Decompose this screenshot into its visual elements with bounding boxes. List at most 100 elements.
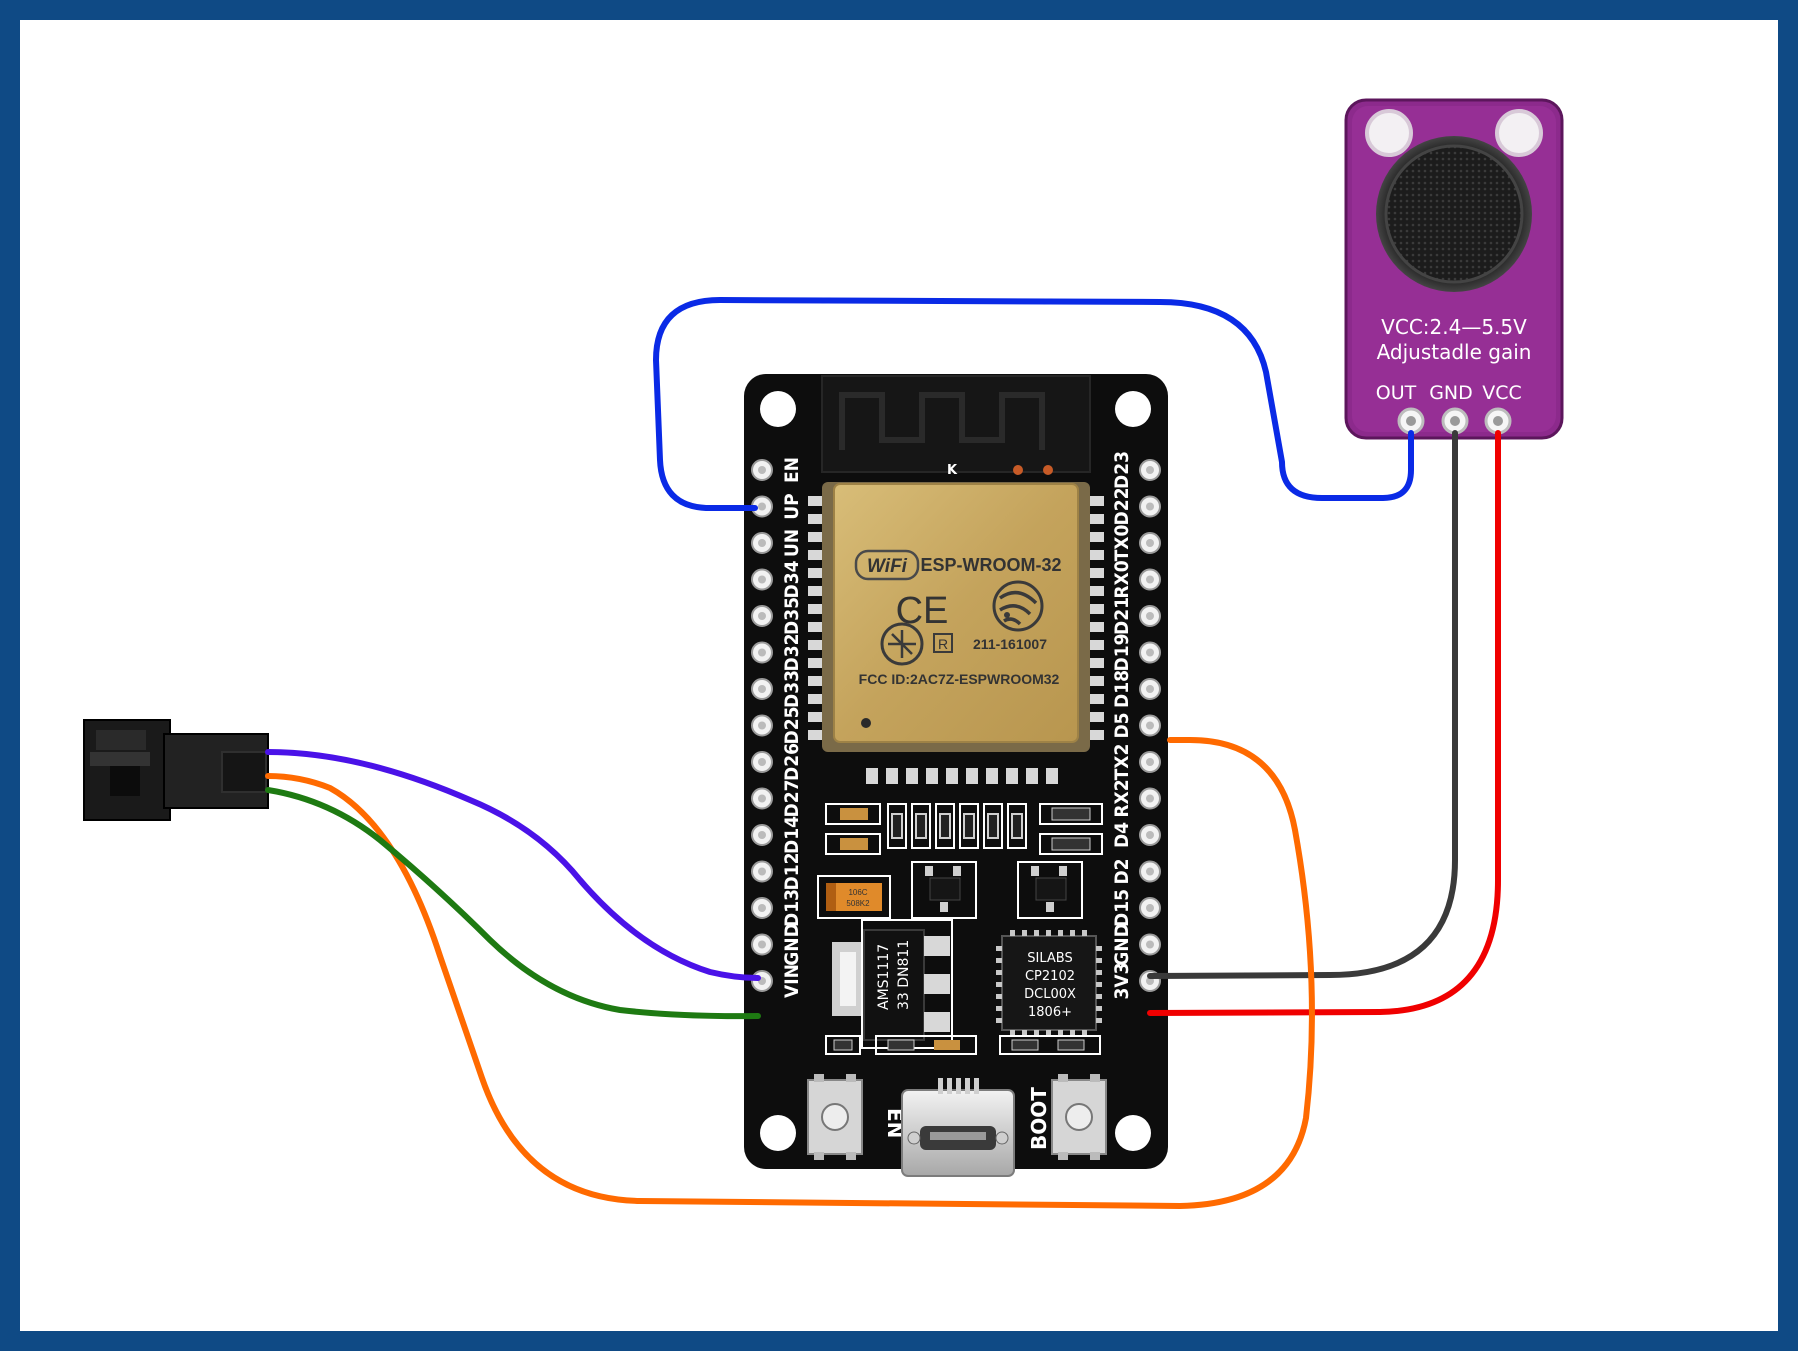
module-pad (1090, 604, 1104, 614)
wire-red-vcc (1147, 430, 1501, 1016)
module-pad (808, 568, 822, 578)
left-pin-label: D26 (781, 743, 803, 781)
antenna-area (821, 375, 1091, 473)
mic-pad-out-hole (1406, 416, 1416, 426)
transistor-1 (911, 861, 977, 919)
right-pin-d19[interactable] (1139, 641, 1161, 664)
mount-hole-tr (1115, 391, 1151, 427)
right-pin-label: GND (1111, 923, 1133, 966)
espressif-logo-icon (992, 580, 1044, 632)
antenna-dot-2 (1043, 465, 1053, 475)
left-pin-label: D27 (781, 780, 803, 818)
right-pin-tx2[interactable] (1139, 751, 1161, 773)
right-pin-d21[interactable] (1139, 605, 1161, 627)
mic-pad-vcc-hole (1493, 416, 1503, 426)
module-bottom-pad (866, 768, 878, 784)
smd-resistor-row (825, 803, 1103, 855)
left-pin-vin[interactable] (751, 970, 773, 992)
smd-bottom-row (825, 1035, 1101, 1055)
right-pin-rx0[interactable] (1139, 568, 1161, 591)
module-bottom-pad (946, 768, 958, 784)
left-pin-label: D12 (781, 853, 803, 891)
right-header-pins: D23D22TX0RX0D21D19D18D5TX2RX2D4D2D15GND3… (1111, 451, 1161, 1000)
module-bottom-pad (1006, 768, 1018, 784)
mount-hole-bl (760, 1115, 796, 1151)
module-bottom-pad (1026, 768, 1038, 784)
mount-hole-tl (760, 391, 796, 427)
voltage-regulator: AMS1117 33 DN811 (832, 919, 953, 1049)
en-button[interactable] (807, 1074, 863, 1160)
svg-text:SILABS: SILABS (1027, 951, 1072, 966)
left-pin-label: UN (781, 529, 803, 557)
mic-spec-voltage: VCC:2.4—5.5V (1381, 315, 1527, 339)
right-pin-label: RX2 (1111, 779, 1133, 817)
left-pin-d32[interactable] (751, 641, 773, 664)
cert-number: 211-161007 (973, 636, 1047, 652)
right-pin-label: D15 (1111, 889, 1133, 927)
svg-text:CP2102: CP2102 (1025, 969, 1075, 984)
module-pad (1090, 586, 1104, 596)
tantalum-capacitor: 106C 508K2 (826, 883, 882, 911)
wifi-logo-icon: WiFi (854, 549, 920, 581)
micro-usb-port[interactable] (901, 1078, 1015, 1177)
module-pad (808, 694, 822, 704)
antenna-dot (1013, 465, 1023, 475)
right-pin-d22[interactable] (1139, 495, 1161, 518)
right-pin-d5[interactable] (1139, 714, 1161, 737)
esp32-board: K WiFi ESP-WROOM-32 CE R 211-161007 (744, 374, 1168, 1177)
module-pad (808, 496, 822, 506)
right-pin-tx0[interactable] (1139, 532, 1161, 554)
left-pin-d35[interactable] (751, 605, 773, 627)
left-pin-label: D14 (781, 816, 803, 854)
module-pad (1090, 658, 1104, 668)
module-pad (1090, 568, 1104, 578)
module-pad (808, 532, 822, 542)
left-pin-gnd[interactable] (751, 933, 773, 956)
module-pad (1090, 712, 1104, 722)
left-pin-d33[interactable] (751, 678, 773, 700)
microphone-icon (1384, 144, 1524, 284)
wire-orange (265, 737, 1315, 1209)
module-pad (1090, 532, 1104, 542)
left-pin-d27[interactable] (751, 787, 773, 810)
right-pin-gnd[interactable] (1139, 933, 1161, 956)
right-pin-d15[interactable] (1139, 897, 1161, 919)
module-pad (1090, 496, 1104, 506)
left-pin-label: D13 (781, 889, 803, 927)
module-bottom-pad (886, 768, 898, 784)
left-pin-un[interactable] (751, 532, 773, 554)
module-bottom-pad (966, 768, 978, 784)
module-pad (808, 676, 822, 686)
right-pin-label: D5 (1111, 712, 1133, 738)
jst-slot (110, 766, 140, 796)
right-pin-label: D21 (1111, 597, 1133, 635)
left-pin-d13[interactable] (751, 897, 773, 919)
jst-key (221, 751, 267, 793)
wires (265, 297, 1501, 1209)
ce-mark-icon: CE (896, 590, 949, 632)
left-pin-en[interactable] (751, 459, 773, 481)
module-pad (808, 730, 822, 740)
left-pin-label: EN (781, 457, 803, 483)
left-pin-d12[interactable] (751, 860, 773, 883)
right-pin-d18[interactable] (1139, 678, 1161, 700)
left-pin-d34[interactable] (751, 568, 773, 591)
left-pin-d25[interactable] (751, 714, 773, 737)
svg-text:WiFi: WiFi (867, 556, 908, 577)
module-pad (1090, 622, 1104, 632)
right-pin-d2[interactable] (1139, 860, 1161, 883)
left-pin-d26[interactable] (751, 751, 773, 773)
left-pin-d14[interactable] (751, 824, 773, 846)
right-pin-d23[interactable] (1139, 459, 1161, 481)
jst-connector (83, 719, 269, 821)
boot-button[interactable] (1051, 1074, 1107, 1160)
module-pad (1090, 640, 1104, 650)
module-pad (808, 514, 822, 524)
wire-green (265, 787, 761, 1020)
right-pin-label: 3V3 (1111, 962, 1133, 999)
right-pin-rx2[interactable] (1139, 787, 1161, 810)
antenna-trace (839, 392, 1045, 450)
left-pin-label: UP (781, 493, 803, 519)
right-pin-d4[interactable] (1139, 824, 1161, 846)
